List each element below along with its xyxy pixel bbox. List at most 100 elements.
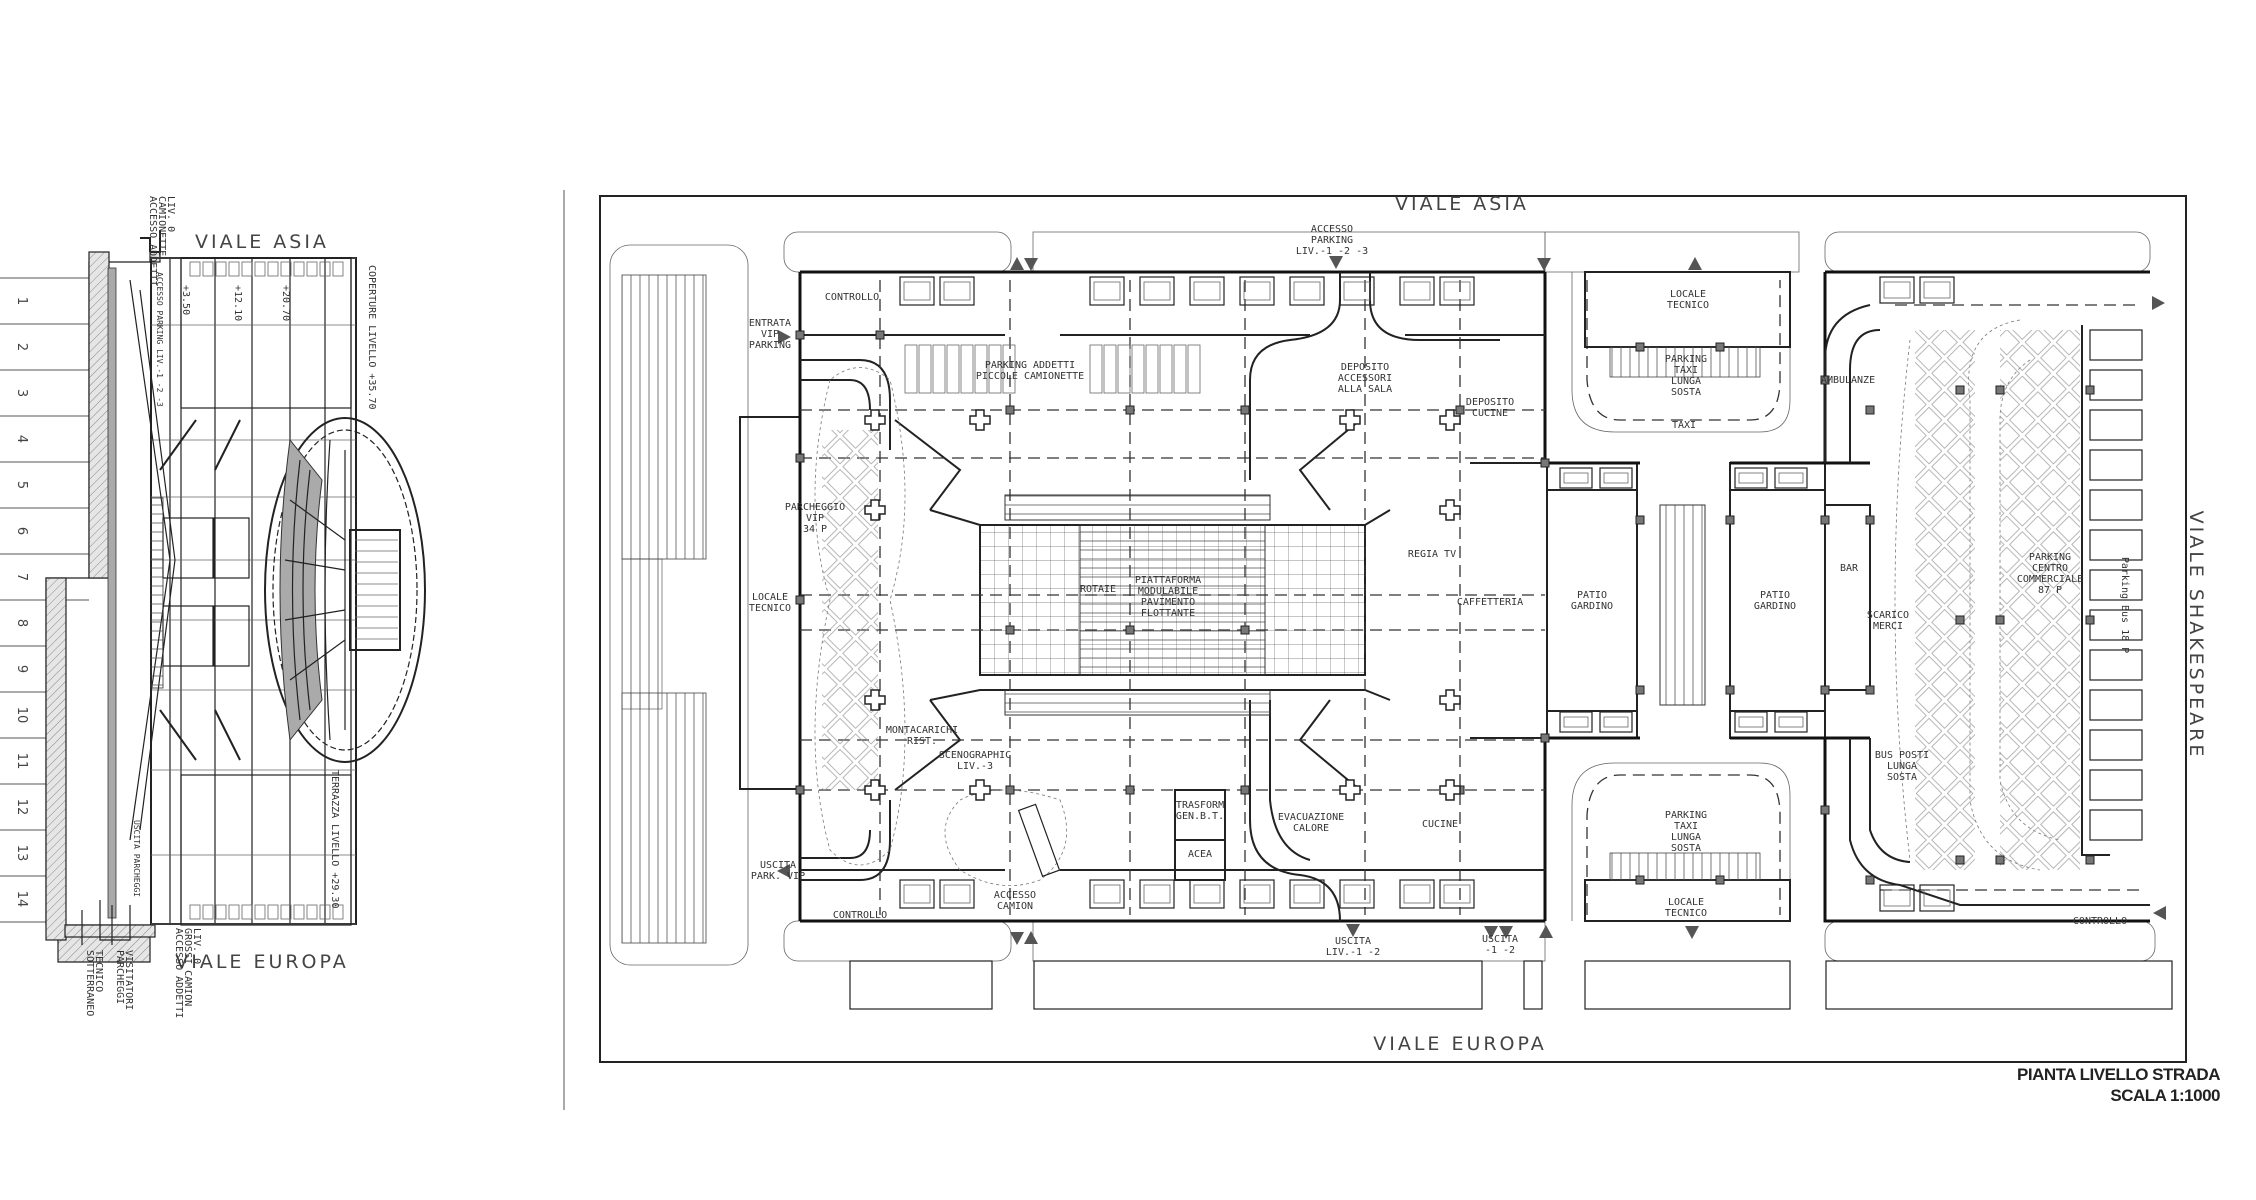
taxi-loop-top (1571, 272, 1791, 433)
stage-lines (355, 539, 398, 640)
car-symbol (1563, 472, 1589, 484)
direction-arrow-icon (1499, 926, 1513, 939)
ramp-upper (621, 274, 707, 560)
parking-stall (939, 879, 975, 909)
parking-stall-line (1173, 344, 1187, 394)
label-line: SOSTA (1887, 772, 1917, 783)
parking-stall (1774, 467, 1808, 489)
column (1455, 405, 1465, 415)
label-line: PARKING ADDETTI (985, 360, 1075, 371)
axis-number: 9 (14, 665, 29, 673)
axis-number: 11 (14, 753, 29, 770)
label-line: ROTAIE (1080, 584, 1116, 595)
label-controllo-bottom: CONTROLLO (833, 910, 887, 921)
label-line: USCITA (1335, 936, 1371, 947)
label-line: PARK. VIP (751, 871, 805, 882)
direction-arrow-icon (1024, 931, 1038, 944)
direction-arrow-icon (1010, 932, 1024, 945)
label-line: CONTROLLO (833, 910, 887, 921)
axis-number: 6 (14, 527, 29, 535)
parking-stall (1774, 711, 1808, 733)
label-line: USCITA (1482, 934, 1518, 945)
seating-ribs (284, 499, 346, 681)
column (795, 785, 805, 795)
direction-arrow-icon (1484, 926, 1498, 939)
parking-stall (1189, 276, 1225, 306)
scenographic-zone (944, 789, 1067, 886)
scenographic-truck (1017, 803, 1061, 878)
column (1635, 875, 1645, 885)
column (1635, 342, 1645, 352)
patio-band (1545, 461, 1870, 740)
road-bottom-3 (1824, 920, 2156, 962)
sidewalk-1 (849, 960, 993, 1010)
parking-stall (1089, 276, 1125, 306)
roof-stall (306, 904, 318, 920)
column (1995, 385, 2005, 395)
foundation-strip (64, 924, 156, 938)
parking-stall (899, 276, 935, 306)
column (1865, 875, 1875, 885)
label-line: PAVIMENTO (1141, 597, 1195, 608)
parking-stall-line (988, 344, 1002, 394)
foyer-block-3 (213, 517, 250, 579)
patio-1 (1546, 489, 1638, 739)
column (1955, 615, 1965, 625)
label-line: TAXI (1672, 420, 1696, 431)
ambulance-ramp (1824, 304, 1881, 463)
bus-stall (2089, 489, 2143, 521)
parking-stall (1399, 879, 1435, 909)
column (1125, 785, 1135, 795)
roof-stall (293, 904, 305, 920)
car-symbol (1243, 884, 1271, 904)
parking-stall-line (1089, 344, 1103, 394)
plan-street-right: VIALE SHAKESPEARE (2185, 511, 2207, 760)
label-line: LUNGA (1671, 376, 1701, 387)
car-symbol (1443, 884, 1471, 904)
column (795, 453, 805, 463)
parking-stall-line (1187, 344, 1201, 394)
roof-stall (228, 261, 240, 277)
roof-stall (267, 904, 279, 920)
label-line: ACCESSO (1311, 224, 1353, 235)
column (1995, 855, 2005, 865)
label-line: CALORE (1293, 823, 1329, 834)
taxi-loop-top-dash (1586, 280, 1781, 421)
roof-stall (215, 261, 227, 277)
direction-arrow-icon (1539, 925, 1553, 938)
car-symbol (943, 281, 971, 301)
parking-stall (1399, 276, 1435, 306)
central-ramp-bottom (1249, 700, 1341, 922)
plan-street-top: VIALE ASIA (1395, 193, 1529, 215)
slab-strip (107, 267, 117, 919)
level-2-label: +12.10 (232, 285, 243, 321)
ramp-middle (621, 558, 663, 710)
direction-arrow-icon (1688, 257, 1702, 270)
stage-rows-top (1004, 494, 1271, 521)
label-line: MONTACARICHI (886, 725, 958, 736)
column (795, 330, 805, 340)
roof-stall (319, 904, 331, 920)
label-line: AMBULANZE (1821, 375, 1875, 386)
parking-stall (1139, 879, 1175, 909)
car-symbol (1143, 281, 1171, 301)
sidewalk-5 (1825, 960, 2173, 1010)
label-line: TAXI (1674, 821, 1698, 832)
patio-2 (1729, 489, 1826, 739)
bus-stalls (2089, 329, 2143, 841)
street-level-plan (599, 195, 2187, 1063)
column (2085, 855, 2095, 865)
label-line: TECNICO (1665, 908, 1707, 919)
column (1820, 685, 1830, 695)
axis-number: 14 (14, 891, 29, 908)
copertura-label: COPERTURE LIVELLO +35.70 (366, 265, 377, 410)
label-line: REGIA TV (1408, 549, 1456, 560)
direction-arrow-icon (777, 864, 790, 878)
